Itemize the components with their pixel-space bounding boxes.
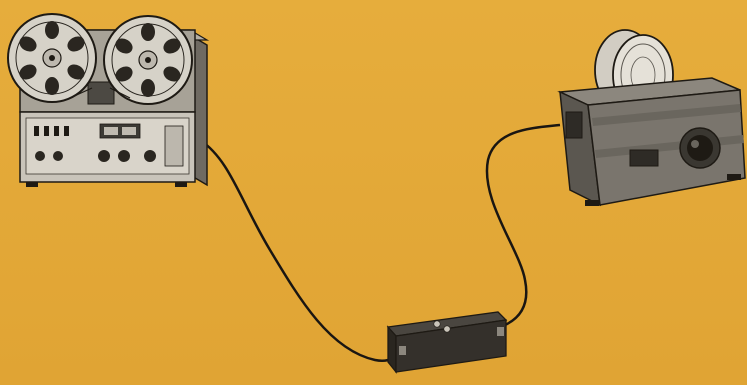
cable-recorder-to-box (200, 140, 395, 361)
synchronizer-box-icon (388, 312, 506, 372)
cable-box-to-projector (487, 125, 560, 325)
reel-to-reel-tape-recorder-icon (8, 14, 207, 187)
slide-projector-icon (560, 30, 745, 206)
